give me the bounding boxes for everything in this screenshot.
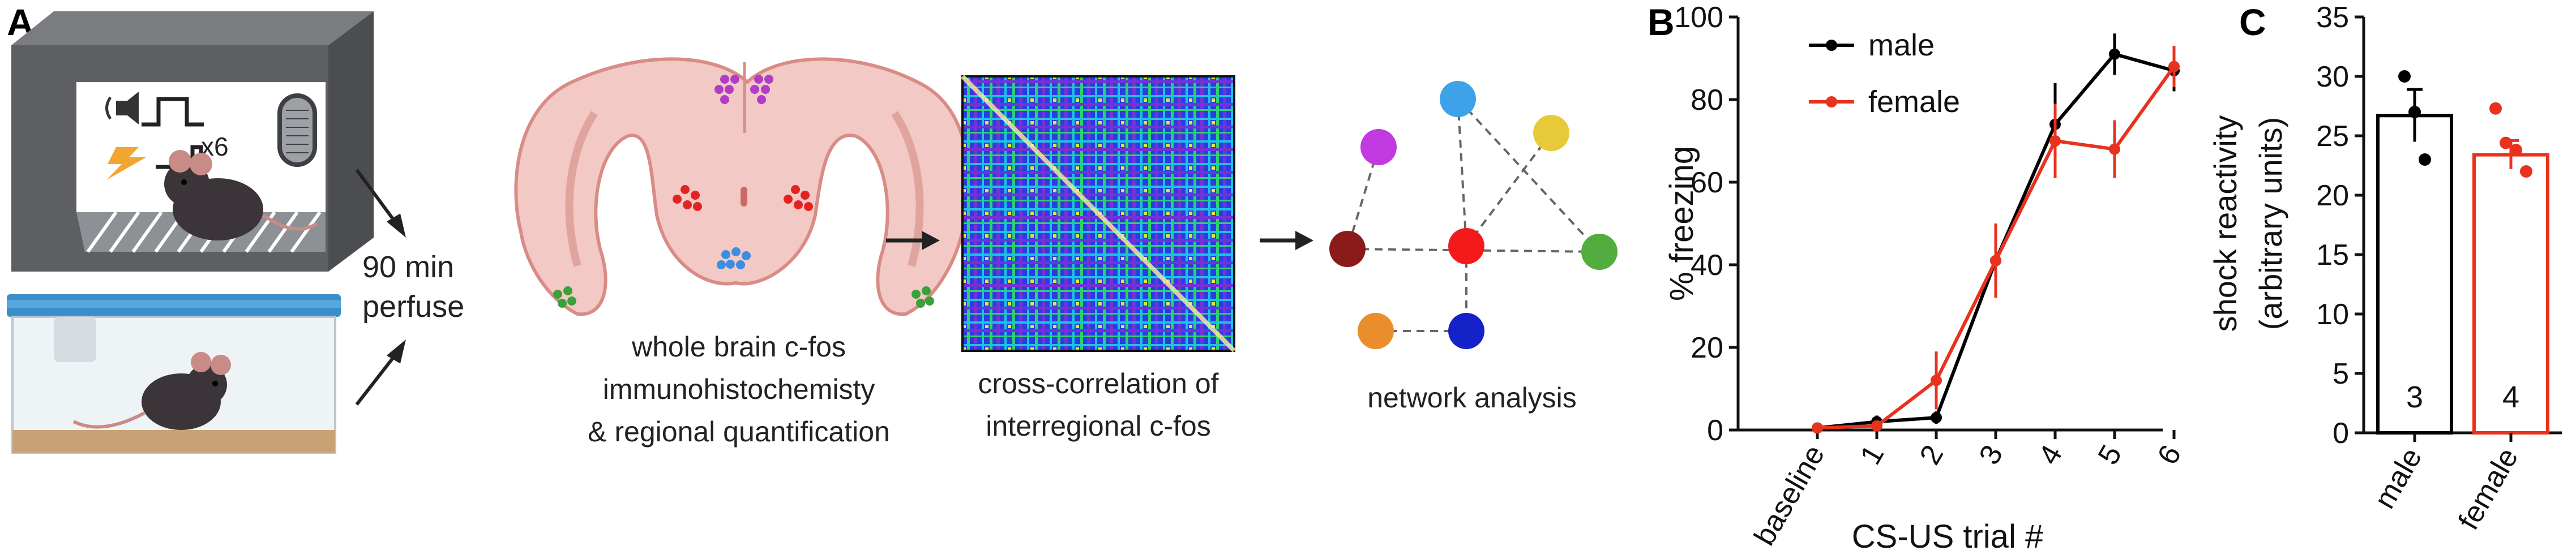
data-point-male [2408, 106, 2421, 118]
legend-marker-female [1826, 96, 1837, 108]
legend-marker-male [1826, 40, 1837, 51]
speaker-icon [105, 92, 139, 124]
y-tick-label: 80 [1691, 84, 1723, 117]
data-point-female [2510, 144, 2522, 157]
data-point-male [1931, 412, 1942, 424]
y-tick-label: 15 [2316, 239, 2349, 272]
y-axis-title: % freezing [1663, 146, 1700, 301]
data-point-female [2109, 143, 2120, 155]
x-tick-label: 4 [2032, 440, 2069, 470]
y-tick-label: 100 [1674, 1, 1723, 34]
y-tick-label: 25 [2316, 120, 2349, 153]
region-dots-green [553, 286, 934, 308]
network-nodes [1329, 81, 1618, 349]
y-tick-label: 5 [2333, 358, 2349, 390]
mouse-in-chamber [164, 150, 318, 240]
x-tick-label: baseline [1748, 440, 1831, 551]
y-tick-label: 0 [1707, 414, 1723, 447]
y-axis-title-line1: shock reactivity [2207, 115, 2243, 332]
data-point-female [1871, 420, 1882, 432]
data-point-female [1812, 422, 1823, 434]
data-point-female [1990, 255, 2001, 266]
arrow-to-matrix [886, 231, 940, 250]
y-tick-label: 60 [1691, 166, 1723, 199]
step2-caption-line1: cross-correlation of [978, 368, 1218, 399]
y-tick-label: 30 [2316, 61, 2349, 93]
step3-caption: network analysis [1367, 382, 1577, 414]
home-cage [7, 294, 341, 454]
bar-female [2472, 153, 2549, 435]
x-tick-label: 3 [1973, 440, 2010, 470]
step1-caption-line3: & regional quantification [588, 416, 890, 448]
region-dots-blue [717, 247, 751, 269]
y-tick-label: 40 [1691, 249, 1723, 282]
y-axis-title-line2: (arbitrary units) [2253, 117, 2288, 330]
data-point-male [2419, 153, 2431, 166]
arrow-label-perfuse: perfuse [362, 290, 464, 324]
converging-arrows [355, 169, 406, 406]
data-point-male [2109, 48, 2120, 60]
y-tick-label: 20 [1691, 332, 1723, 364]
brain-section [514, 57, 970, 316]
region-dots-purple [714, 75, 773, 104]
region-dots-red [673, 185, 813, 211]
y-tick-label: 0 [2333, 417, 2349, 450]
mouse-in-home-cage [72, 352, 231, 430]
step1-caption-line1: whole brain c-fos [631, 331, 846, 363]
y-tick-label: 10 [2316, 298, 2349, 331]
step1-caption-line2: immunohistochemisty [603, 373, 875, 405]
x-tick-label: 6 [2151, 440, 2188, 470]
arrow-label-time: 90 min [362, 250, 454, 284]
x-tick-label: 2 [1914, 440, 1950, 470]
y-tick-label: 35 [2316, 1, 2349, 34]
n-label-male: 3 [2406, 380, 2423, 414]
panel-label-c: C [2239, 1, 2266, 43]
tone-waveform-icon [142, 97, 204, 127]
legend-label-female: female [1868, 85, 1960, 119]
data-point-female [2520, 165, 2532, 178]
data-point-female [2489, 102, 2502, 115]
x-tick-label-male: male [2368, 442, 2429, 514]
data-point-female [2049, 135, 2061, 147]
x-tick-label: 1 [1854, 440, 1891, 470]
x-tick-label: 5 [2092, 440, 2129, 470]
y-tick-label: 20 [2316, 179, 2349, 212]
correlation-matrix [961, 75, 1236, 352]
data-point-female [1931, 375, 1942, 386]
lightning-icon [106, 147, 146, 180]
panel-label-b: B [1648, 1, 1675, 43]
n-label-female: 4 [2502, 380, 2519, 414]
data-point-female [2168, 61, 2180, 72]
data-point-female [2500, 136, 2512, 149]
shock-reactivity-chart: 0 5 10 15 20 25 30 35 shock reactivity (arbitrary… [2207, 1, 2562, 535]
step2-caption-line2: interregional c-fos [986, 410, 1210, 442]
data-point-male [2398, 70, 2411, 83]
x-axis-title: CS-US trial # [1852, 518, 2043, 555]
arrow-to-network [1260, 231, 1313, 250]
x-tick-label-female: female [2452, 442, 2524, 535]
legend-label-male: male [1868, 28, 1935, 62]
